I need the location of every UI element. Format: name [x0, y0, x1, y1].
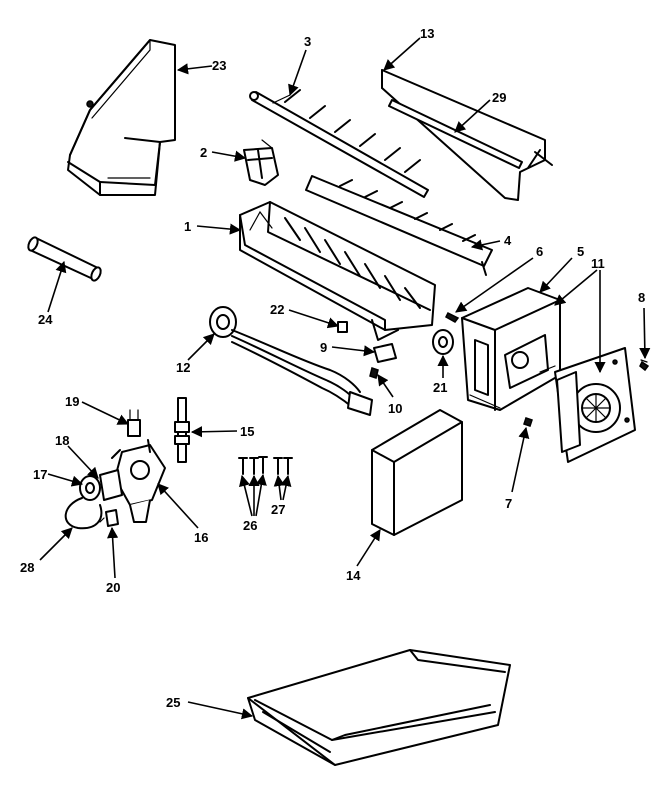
part-11-motor-plate — [554, 347, 636, 463]
leader-20 — [107, 526, 119, 579]
leader-7 — [511, 426, 530, 493]
part-16-water-valve — [79, 439, 166, 523]
callout-19: 19 — [65, 394, 79, 409]
leader-23 — [176, 63, 213, 75]
callout-16: 16 — [194, 530, 208, 545]
part-4-stripper — [305, 175, 493, 276]
part-7-screw — [523, 417, 533, 427]
leader-1 — [196, 223, 242, 235]
callout-29: 29 — [492, 90, 506, 105]
part-14-control-box — [371, 409, 463, 536]
part-13-shutoff-arm — [381, 69, 553, 201]
leader-4 — [470, 239, 501, 251]
leader-24 — [47, 260, 67, 313]
part-6-screw — [445, 311, 460, 323]
leader-9 — [331, 345, 376, 357]
callout-17: 17 — [33, 467, 47, 482]
leader-3 — [288, 49, 307, 97]
leader-18 — [67, 445, 99, 479]
callout-22: 22 — [270, 302, 284, 317]
callout-14: 14 — [346, 568, 361, 583]
part-5-housing — [461, 287, 561, 411]
part-2-bracket — [243, 139, 279, 186]
leader-29 — [454, 99, 491, 133]
leader-14 — [356, 529, 381, 567]
callout-18: 18 — [55, 433, 69, 448]
callout-labels: 1 2 3 4 5 6 7 8 9 10 11 12 13 14 15 16 1… — [20, 26, 645, 710]
part-25-ice-bin — [247, 649, 511, 766]
part-21-gear — [432, 329, 454, 355]
leader-28 — [39, 527, 73, 561]
leader-lines — [39, 37, 651, 720]
leader-13 — [383, 37, 421, 71]
part-24-shaft — [27, 236, 102, 282]
callout-12: 12 — [176, 360, 190, 375]
part-22-clip — [337, 321, 348, 333]
callout-10: 10 — [388, 401, 402, 416]
callout-4: 4 — [504, 233, 512, 248]
leader-8 — [639, 307, 651, 360]
leader-26c — [255, 473, 267, 517]
leader-16 — [157, 483, 199, 529]
callout-21: 21 — [433, 380, 447, 395]
leader-10 — [377, 374, 394, 398]
part-1-mold — [239, 201, 436, 341]
callout-5: 5 — [577, 244, 584, 259]
callout-27: 27 — [271, 502, 285, 517]
part-8-screw — [639, 359, 650, 372]
part-28-tube-loop — [64, 497, 103, 530]
leader-26a — [239, 474, 253, 517]
part-9-thermostat — [369, 343, 397, 379]
leader-19 — [81, 401, 130, 425]
leader-17 — [47, 473, 84, 487]
callout-20: 20 — [106, 580, 120, 595]
leader-27a — [273, 474, 285, 501]
leader-25 — [187, 701, 254, 720]
leader-2 — [211, 150, 247, 162]
part-19-fitting — [127, 409, 141, 437]
part-12-harness — [209, 306, 373, 416]
part-26-27-screws — [238, 456, 293, 475]
callout-2: 2 — [200, 145, 207, 160]
callout-7: 7 — [505, 496, 512, 511]
callout-28: 28 — [20, 560, 34, 575]
leader-5 — [539, 257, 573, 293]
callout-25: 25 — [166, 695, 180, 710]
callout-15: 15 — [240, 424, 254, 439]
callout-13: 13 — [420, 26, 434, 41]
leader-15 — [190, 426, 238, 438]
callout-24: 24 — [38, 312, 53, 327]
callout-3: 3 — [304, 34, 311, 49]
part-20-clamp — [99, 509, 119, 527]
leader-22 — [288, 309, 340, 329]
callout-26: 26 — [243, 518, 257, 533]
callout-9: 9 — [320, 340, 327, 355]
part-15-tube — [174, 397, 190, 463]
leader-12 — [187, 333, 215, 361]
callout-6: 6 — [536, 244, 543, 259]
callout-23: 23 — [212, 58, 226, 73]
callout-1: 1 — [184, 219, 191, 234]
callout-8: 8 — [638, 290, 645, 305]
leader-27b — [280, 474, 292, 501]
leader-6 — [455, 257, 534, 313]
part-23-cover — [67, 39, 176, 196]
leader-11a — [554, 269, 598, 306]
callout-11: 11 — [591, 256, 605, 271]
